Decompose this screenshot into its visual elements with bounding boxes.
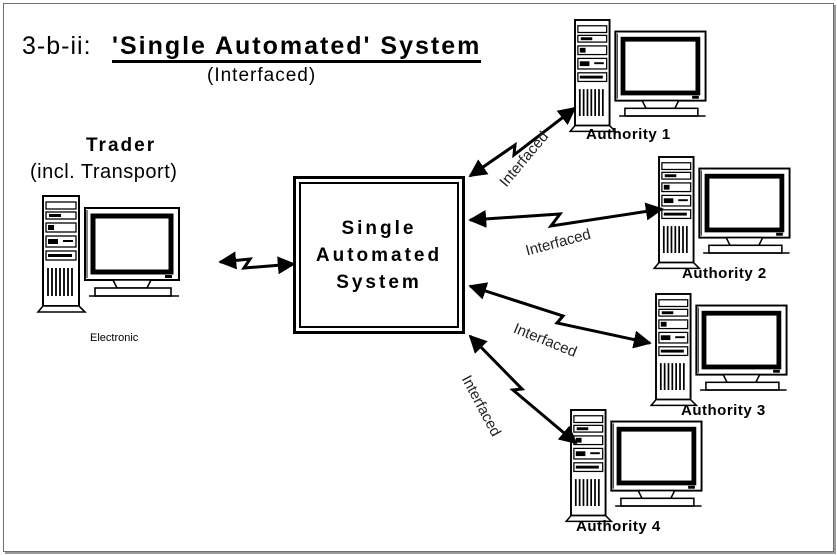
page-subtitle: (Interfaced) <box>207 65 317 86</box>
trader-link-arrow <box>218 251 296 275</box>
authority-1-label: Authority 1 <box>586 126 671 143</box>
authority-2-link-arrow <box>468 202 664 229</box>
authority-3-label: Authority 3 <box>681 402 766 419</box>
central-system-inner: Single Automated System <box>299 182 459 328</box>
authority-1-computer-icon <box>570 20 705 131</box>
electronic-link-label: Electronic <box>90 332 139 344</box>
authority-4-label: Authority 4 <box>576 518 661 535</box>
authority-1-link-arrow <box>468 106 577 178</box>
central-system-line: System <box>336 271 422 293</box>
authority-2-label: Authority 2 <box>682 265 767 282</box>
single-automated-system-box: Single Automated System <box>293 176 465 334</box>
authority-3-computer-icon <box>651 294 786 405</box>
authority-3-link-arrow <box>468 282 652 349</box>
trader-sublabel: (incl. Transport) <box>30 161 178 183</box>
authority-2-computer-icon <box>654 157 789 268</box>
central-system-line: Single <box>341 217 417 239</box>
trader-computer-icon <box>38 196 179 312</box>
authority-4-link-arrow <box>468 334 578 445</box>
page-title: 'Single Automated' System <box>112 34 482 63</box>
central-system-line: Automated <box>315 244 443 266</box>
authority-4-computer-icon <box>566 410 701 521</box>
title-prefix: 3-b-ii: <box>22 32 92 60</box>
trader-label: Trader <box>86 135 157 156</box>
